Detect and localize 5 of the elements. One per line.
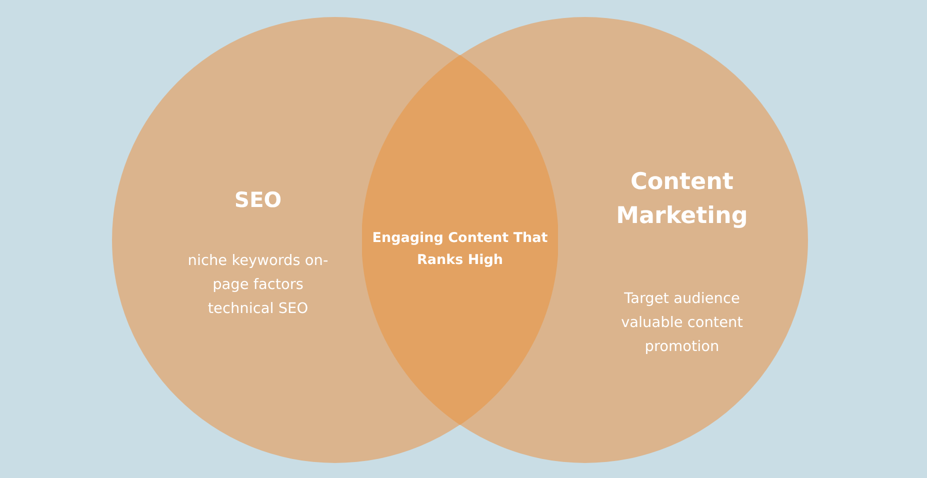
item-list: niche keywords on-page factors technical SEO bbox=[183, 249, 333, 321]
circle-heading: Content Marketing bbox=[615, 168, 749, 231]
overlap-label: Engaging Content That Ranks High bbox=[371, 229, 549, 270]
item-list: Target audience valuable content promotion bbox=[597, 287, 767, 359]
circle-heading: SEO bbox=[233, 187, 283, 213]
